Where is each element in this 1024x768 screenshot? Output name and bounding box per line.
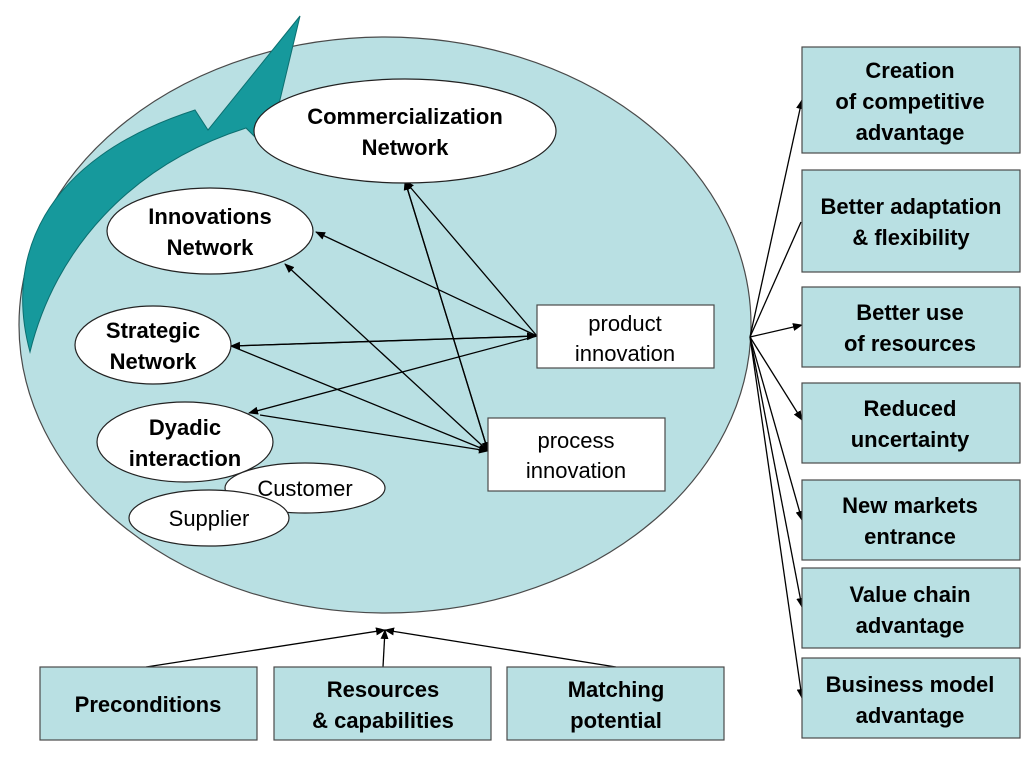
connector-to-outcome-1 xyxy=(749,99,804,338)
commercialization-network-node: Commercialization Network xyxy=(253,78,557,184)
curved-arrow xyxy=(22,15,301,354)
outcome-box-1-rect xyxy=(801,46,1021,154)
connector-strategic-process xyxy=(230,345,489,452)
outcome-3-line1: Better use xyxy=(856,300,964,325)
product-innovation-box: product innovation xyxy=(536,304,715,369)
outcome-6-line1: Value chain xyxy=(849,582,970,607)
outcome-4-line1: Reduced xyxy=(864,396,957,421)
outcome-5-line2: entrance xyxy=(864,524,956,549)
connector-to-outcome-4 xyxy=(749,336,803,421)
outcome-5-line1: New markets xyxy=(842,493,978,518)
outcome-1-line3: advantage xyxy=(856,120,965,145)
matching-label-line2: potential xyxy=(570,708,662,733)
outcome-7-line2: advantage xyxy=(856,703,965,728)
innovations-network-label-line2: Network xyxy=(167,235,255,260)
dyadic-interaction-label-line2: interaction xyxy=(129,446,241,471)
commercialization-network-ellipse xyxy=(253,78,557,184)
outcome-box-4-rect xyxy=(801,382,1021,464)
input-box-matching: Matching potential xyxy=(506,666,725,741)
innovations-network-ellipse xyxy=(106,187,314,275)
connector-to-outcome-2 xyxy=(749,221,802,338)
dyadic-interaction-ellipse xyxy=(96,401,274,483)
connector-product-innovations xyxy=(315,231,538,337)
outcome-3-line2: of resources xyxy=(844,331,976,356)
connector-to-outcome-3 xyxy=(749,323,803,338)
connector-product-dyadic xyxy=(248,335,538,415)
connector-to-outcome-6 xyxy=(749,336,805,608)
strategic-network-ellipse xyxy=(74,305,232,385)
product-innovation-rect xyxy=(536,304,715,369)
product-innovation-label-line2: innovation xyxy=(575,341,675,366)
preconditions-label: Preconditions xyxy=(75,692,222,717)
supplier-ellipse xyxy=(128,489,290,547)
outcome-1-line1: Creation xyxy=(865,58,954,83)
connector-matching xyxy=(384,627,617,668)
dyadic-interaction-node: Dyadic interaction Customer Supplier xyxy=(96,401,386,547)
outcome-2-line1: Better adaptation xyxy=(821,194,1002,219)
outcome-box-7: Business model advantage xyxy=(801,657,1021,739)
matching-label-line1: Matching xyxy=(568,677,665,702)
outcome-1-line2: of competitive xyxy=(835,89,984,114)
connector-to-outcome-5 xyxy=(749,336,804,521)
process-innovation-label-line1: process xyxy=(537,428,614,453)
strategic-network-label-line2: Network xyxy=(110,349,198,374)
connector-strategic-product xyxy=(230,332,537,347)
input-box-resources: Resources & capabilities xyxy=(273,666,492,741)
input-box-preconditions: Preconditions xyxy=(39,666,258,741)
connector-preconditions xyxy=(145,627,386,668)
process-innovation-box: process innovation xyxy=(487,417,666,492)
outcome-box-2-rect xyxy=(801,169,1021,273)
commercialization-network-label-line1: Commercialization xyxy=(307,104,503,129)
outcome-box-4: Reduced uncertainty xyxy=(801,382,1021,464)
preconditions-rect xyxy=(39,666,258,741)
outcome-2-line2: & flexibility xyxy=(852,225,970,250)
outcome-box-2: Better adaptation & flexibility xyxy=(801,169,1021,273)
connectors xyxy=(145,99,805,699)
connector-process-innovations xyxy=(284,263,489,452)
outcome-6-line2: advantage xyxy=(856,613,965,638)
strategic-network-node: Strategic Network xyxy=(74,305,232,385)
connector-dyadic-process xyxy=(259,414,489,454)
connector-commercialization-process xyxy=(404,180,490,452)
outcome-box-1: Creation of competitive advantage xyxy=(801,46,1021,154)
connector-product-commercialization xyxy=(404,180,538,337)
process-innovation-label-line2: innovation xyxy=(526,458,626,483)
customer-label: Customer xyxy=(257,476,352,501)
strategic-network-label-line1: Strategic xyxy=(106,318,200,343)
product-innovation-label-line1: product xyxy=(588,311,661,336)
resources-label-line1: Resources xyxy=(327,677,440,702)
outcome-box-6: Value chain advantage xyxy=(801,567,1021,649)
outcome-box-5-rect xyxy=(801,479,1021,561)
outcome-box-3-rect xyxy=(801,286,1021,368)
matching-rect xyxy=(506,666,725,741)
outcome-box-3: Better use of resources xyxy=(801,286,1021,368)
outcome-box-7-rect xyxy=(801,657,1021,739)
outcome-box-5: New markets entrance xyxy=(801,479,1021,561)
outcome-box-6-rect xyxy=(801,567,1021,649)
supplier-label: Supplier xyxy=(169,506,250,531)
dyadic-interaction-label-line1: Dyadic xyxy=(149,415,221,440)
resources-rect xyxy=(273,666,492,741)
connector-to-outcome-7 xyxy=(749,336,805,699)
outcome-7-line1: Business model xyxy=(826,672,995,697)
process-innovation-rect xyxy=(487,417,666,492)
commercialization-network-label-line2: Network xyxy=(362,135,450,160)
innovations-network-node: Innovations Network xyxy=(106,187,314,275)
resources-label-line2: & capabilities xyxy=(312,708,454,733)
innovations-network-label-line1: Innovations xyxy=(148,204,271,229)
outcome-4-line2: uncertainty xyxy=(851,427,970,452)
connector-resources xyxy=(380,629,389,668)
